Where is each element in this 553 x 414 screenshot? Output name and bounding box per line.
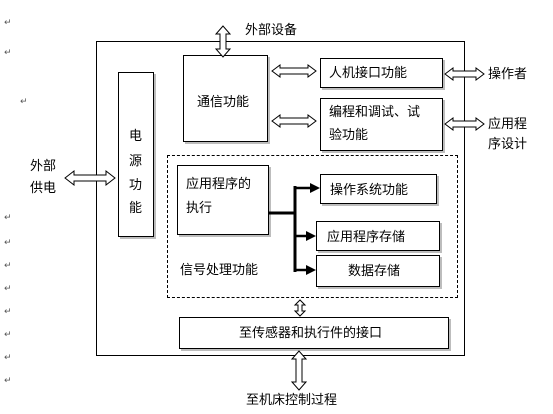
programming-label-2: 验功能 — [329, 128, 369, 143]
operator-label: 操作者 — [488, 67, 528, 82]
hmi-operator-arrow — [444, 67, 485, 81]
programming-design-arrow — [444, 117, 485, 131]
paragraph-mark: ↵ — [4, 307, 12, 317]
machine-arrow — [290, 350, 308, 391]
comm-label: 通信功能 — [197, 95, 250, 110]
power-box — [118, 72, 154, 237]
programming-label-1: 编程和调试、试 — [329, 105, 421, 120]
comm-programming-arrow — [271, 114, 317, 128]
comm-hmi-arrow — [271, 64, 317, 78]
paragraph-mark: ↵ — [4, 284, 12, 294]
power-label-3: 功 — [129, 178, 143, 193]
system-frame — [96, 41, 465, 356]
data-storage-box — [316, 255, 440, 287]
paragraph-mark: ↵ — [4, 261, 12, 271]
app-storage-label: 应用程序存储 — [327, 230, 406, 245]
external-supply-label-2: 供电 — [30, 181, 57, 196]
app-design-label-2: 序设计 — [488, 137, 528, 152]
comm-box — [183, 55, 268, 142]
paragraph-mark: ↵ — [20, 97, 28, 107]
paragraph-mark: ↵ — [4, 213, 12, 223]
hmi-box — [320, 58, 443, 88]
exec-tree-connector — [269, 183, 320, 275]
power-label-1: 电 — [129, 129, 143, 144]
external-device-label: 外部设备 — [245, 23, 298, 38]
app-exec-label-1: 应用程序的 — [186, 177, 252, 192]
external-supply-arrow — [64, 169, 116, 187]
hmi-label: 人机接口功能 — [329, 66, 408, 81]
data-storage-label: 数据存储 — [348, 264, 401, 279]
power-label-4: 能 — [129, 201, 143, 216]
paragraph-mark: ↵ — [4, 48, 12, 58]
app-exec-label-2: 执行 — [186, 201, 213, 216]
interface-box — [179, 317, 449, 349]
paragraph-mark: ↵ — [4, 353, 12, 363]
region-interface-arrow — [293, 299, 307, 317]
paragraph-mark: ↵ — [4, 376, 12, 386]
paragraph-mark: ↵ — [4, 18, 12, 28]
app-exec-box — [177, 165, 269, 235]
interface-label: 至传感器和执行件的接口 — [239, 326, 383, 341]
external-device-arrow — [214, 25, 232, 58]
power-label-2: 源 — [129, 154, 143, 169]
app-storage-box — [316, 221, 440, 251]
os-label: 操作系统功能 — [330, 183, 409, 198]
app-design-label-1: 应用程 — [488, 117, 528, 132]
programming-box — [320, 98, 443, 151]
paragraph-mark: ↵ — [4, 238, 12, 248]
external-supply-label-1: 外部 — [30, 159, 57, 174]
machine-label: 至机床控制过程 — [246, 393, 338, 408]
signal-processing-label: 信号处理功能 — [180, 263, 259, 278]
signal-processing-region — [167, 155, 458, 298]
paragraph-mark: ↵ — [4, 330, 12, 340]
os-box — [320, 174, 437, 204]
